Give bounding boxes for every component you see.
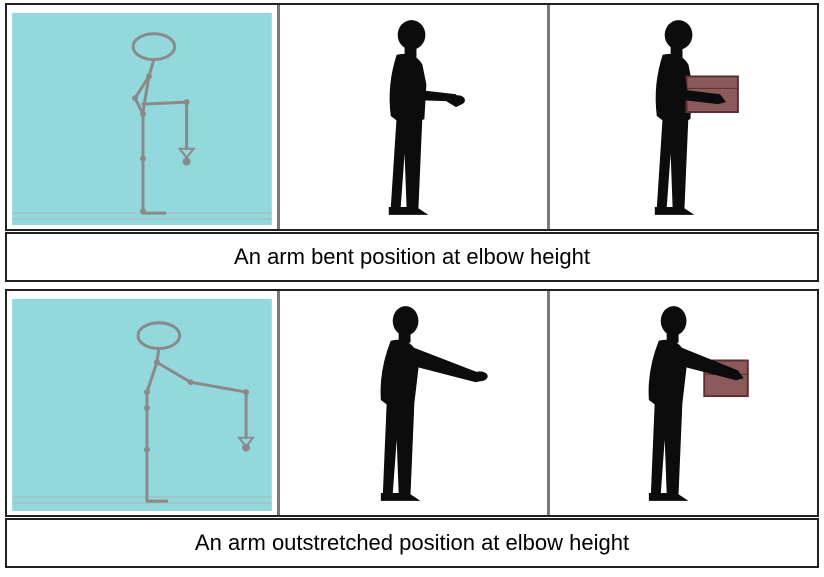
person-silhouette-icon [388, 20, 465, 215]
silhouette-panel [277, 291, 547, 515]
panel-strip [5, 3, 819, 231]
person-holding-box-icon [654, 20, 739, 215]
stick-figure-panel [7, 291, 277, 515]
row-bent: An arm bent position at elbow height [5, 3, 819, 286]
holding-box-panel [547, 291, 817, 515]
holding-box-panel [547, 5, 817, 229]
row-outstretched: An arm outstretched position at elbow he… [5, 289, 819, 572]
silhouette-panel [277, 5, 547, 229]
caption-outstretched: An arm outstretched position at elbow he… [5, 518, 819, 568]
panel-strip [5, 289, 819, 517]
stick-figure-icon [12, 298, 272, 512]
stick-figure-panel [7, 5, 277, 229]
caption-bent: An arm bent position at elbow height [5, 232, 819, 282]
person-holding-box-icon [648, 306, 749, 501]
person-silhouette-icon [380, 306, 488, 501]
stick-figure-icon [12, 12, 272, 226]
